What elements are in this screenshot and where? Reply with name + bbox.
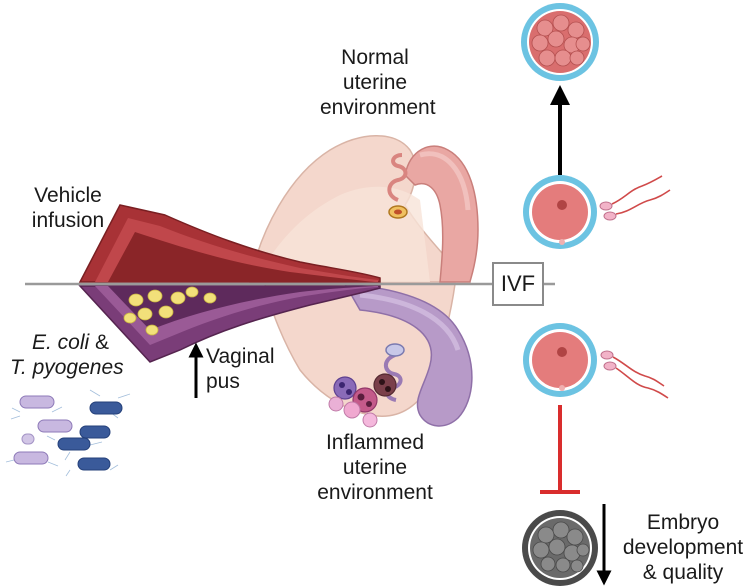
bacteria-cluster	[5, 389, 131, 477]
vehicle-label: Vehicle infusion	[31, 184, 105, 232]
ivf-box: IVF	[492, 262, 544, 306]
ovary-inflamed	[385, 343, 405, 357]
sperm-inflamed	[600, 350, 669, 399]
pus-droplets	[123, 286, 217, 336]
normal-uterus	[249, 135, 479, 283]
oocyte-inflamed	[523, 323, 597, 397]
blastocyst-healthy	[521, 3, 599, 81]
blastocyst-poor	[522, 510, 598, 586]
normal-label: Normal uterine environment	[320, 46, 436, 119]
oocyte-normal	[523, 175, 597, 249]
oviduct-normal	[387, 153, 408, 202]
inflamed-uterus	[264, 283, 473, 428]
vaginal-pus-label: Vaginal pus	[206, 345, 275, 393]
immune-cells	[328, 373, 397, 428]
bacteria-label: E. coli & T. pyogenes	[10, 331, 124, 379]
inflamed-label: Inflammed uterine environment	[317, 431, 433, 504]
sperm-normal	[599, 175, 671, 221]
embryo-label: Embryo development & quality	[622, 511, 744, 584]
ivf-label: IVF	[500, 271, 536, 296]
uterine-horn-inflamed	[343, 283, 473, 427]
reproductive-tract-section	[78, 204, 381, 363]
